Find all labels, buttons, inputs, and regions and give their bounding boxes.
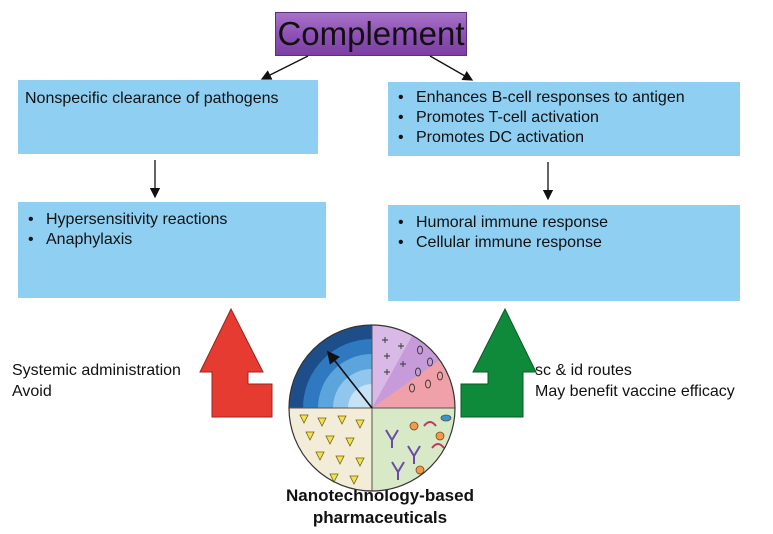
list-item: Promotes DC activation <box>388 128 685 148</box>
right-side-text: sc & id routes May benefit vaccine effic… <box>535 360 735 402</box>
left-red-arrow <box>199 307 273 418</box>
arrow-to-clearance <box>260 55 309 80</box>
adaptive-enhancement-box: Enhances B-cell responses to antigen Pro… <box>388 82 740 156</box>
right-green-arrow <box>460 307 537 418</box>
left-side-text: Systemic administration Avoid <box>12 360 181 402</box>
complement-title: Complement <box>275 12 467 56</box>
avoid-label: Avoid <box>12 383 52 400</box>
nonspecific-clearance-text: Nonspecific clearance of pathogens <box>25 90 279 107</box>
nanoparticle-icon <box>288 324 456 492</box>
immune-response-box: Humoral immune response Cellular immune … <box>388 205 740 301</box>
list-item: Humoral immune response <box>388 213 608 233</box>
list-item: Enhances B-cell responses to antigen <box>388 88 685 108</box>
list-item: Promotes T-cell activation <box>388 108 685 128</box>
caption-line: Nanotechnology-based <box>286 486 474 505</box>
nanotech-caption: Nanotechnology-based pharmaceuticals <box>230 485 530 529</box>
caption-line: pharmaceuticals <box>312 508 448 527</box>
list-item: Anaphylaxis <box>18 230 227 250</box>
nonspecific-clearance-box: Nonspecific clearance of pathogens <box>18 80 318 154</box>
routes-label: sc & id routes <box>535 362 632 379</box>
hypersensitivity-box: Hypersensitivity reactions Anaphylaxis <box>18 202 326 298</box>
list-item: Cellular immune response <box>388 233 608 253</box>
vaccine-efficacy-label: May benefit vaccine efficacy <box>535 383 735 400</box>
arrow-to-adaptive <box>429 55 474 81</box>
list-item: Hypersensitivity reactions <box>18 210 227 230</box>
systemic-administration-label: Systemic administration <box>12 362 181 379</box>
